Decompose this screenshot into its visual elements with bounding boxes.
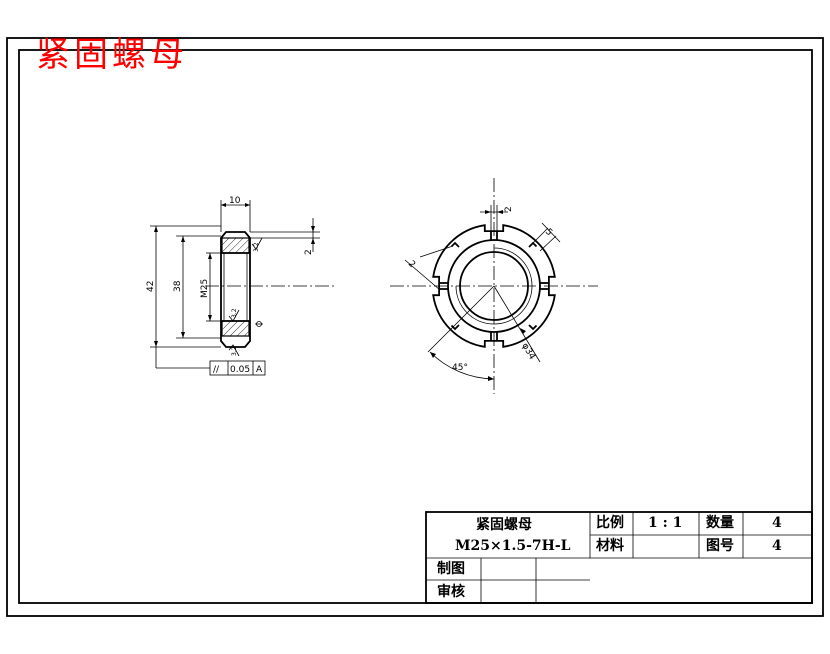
qty-label: 数量 — [706, 515, 734, 531]
inner-border — [18, 49, 813, 604]
scale-label: 比例 — [596, 515, 624, 531]
title-block-spec: M25×1.5-7H-L — [455, 538, 571, 554]
title-block — [425, 511, 813, 604]
title-block-part-name: 紧固螺母 — [476, 517, 532, 533]
dim-slot: 38 — [173, 280, 183, 292]
dim-angle: 45° — [452, 363, 468, 373]
svg-text:3.2: 3.2 — [231, 308, 238, 318]
qty-value: 4 — [772, 515, 782, 531]
tolerance-symbol: // — [213, 365, 220, 375]
drawn-label: 制图 — [437, 561, 465, 577]
svg-text:3.2: 3.2 — [253, 242, 260, 252]
svg-text:3.2: 3.2 — [231, 346, 238, 356]
datum-mark-right — [255, 321, 263, 327]
drawing-no-value: 4 — [772, 538, 782, 554]
tolerance-value: 0.05 — [230, 365, 250, 375]
dim-outer: 42 — [146, 281, 156, 292]
scale-value: 1 : 1 — [648, 515, 683, 531]
checked-label: 审核 — [437, 584, 465, 600]
outer-slotted-profile — [432, 224, 556, 348]
drawing-no-label: 图号 — [706, 538, 734, 554]
inner-bore — [459, 251, 529, 321]
roughness-symbol-top: 3.2 — [251, 237, 263, 252]
dim-chamfer: 2 — [304, 249, 314, 255]
front-view: 2 5 2 φ34 45° — [390, 178, 598, 394]
tolerance-frame — [209, 360, 266, 376]
middle-circle — [447, 239, 541, 333]
side-view: 10 2 42 38 M25 3.2 — [146, 196, 335, 376]
tolerance-datum: A — [256, 365, 263, 375]
section-hatch-bottom — [221, 320, 250, 337]
thread-arc — [455, 247, 533, 325]
dim-slot-depth-right: 5 — [543, 227, 554, 238]
drawing-title: 紧固螺母 — [36, 35, 188, 75]
side-view-outline — [220, 231, 251, 348]
dim-thread: M25 — [200, 279, 210, 298]
material-label: 材料 — [596, 538, 624, 554]
section-hatch-top — [221, 237, 250, 254]
roughness-symbol-mid: 3.2 — [228, 308, 240, 322]
dim-width: 10 — [229, 196, 241, 206]
roughness-symbol-bottom: 3.2 — [228, 344, 240, 357]
dim-slot-depth-left: 2 — [406, 259, 417, 270]
outer-border — [6, 37, 824, 617]
dim-slot-width: 2 — [504, 206, 514, 212]
dim-diameter: φ34 — [519, 342, 536, 362]
